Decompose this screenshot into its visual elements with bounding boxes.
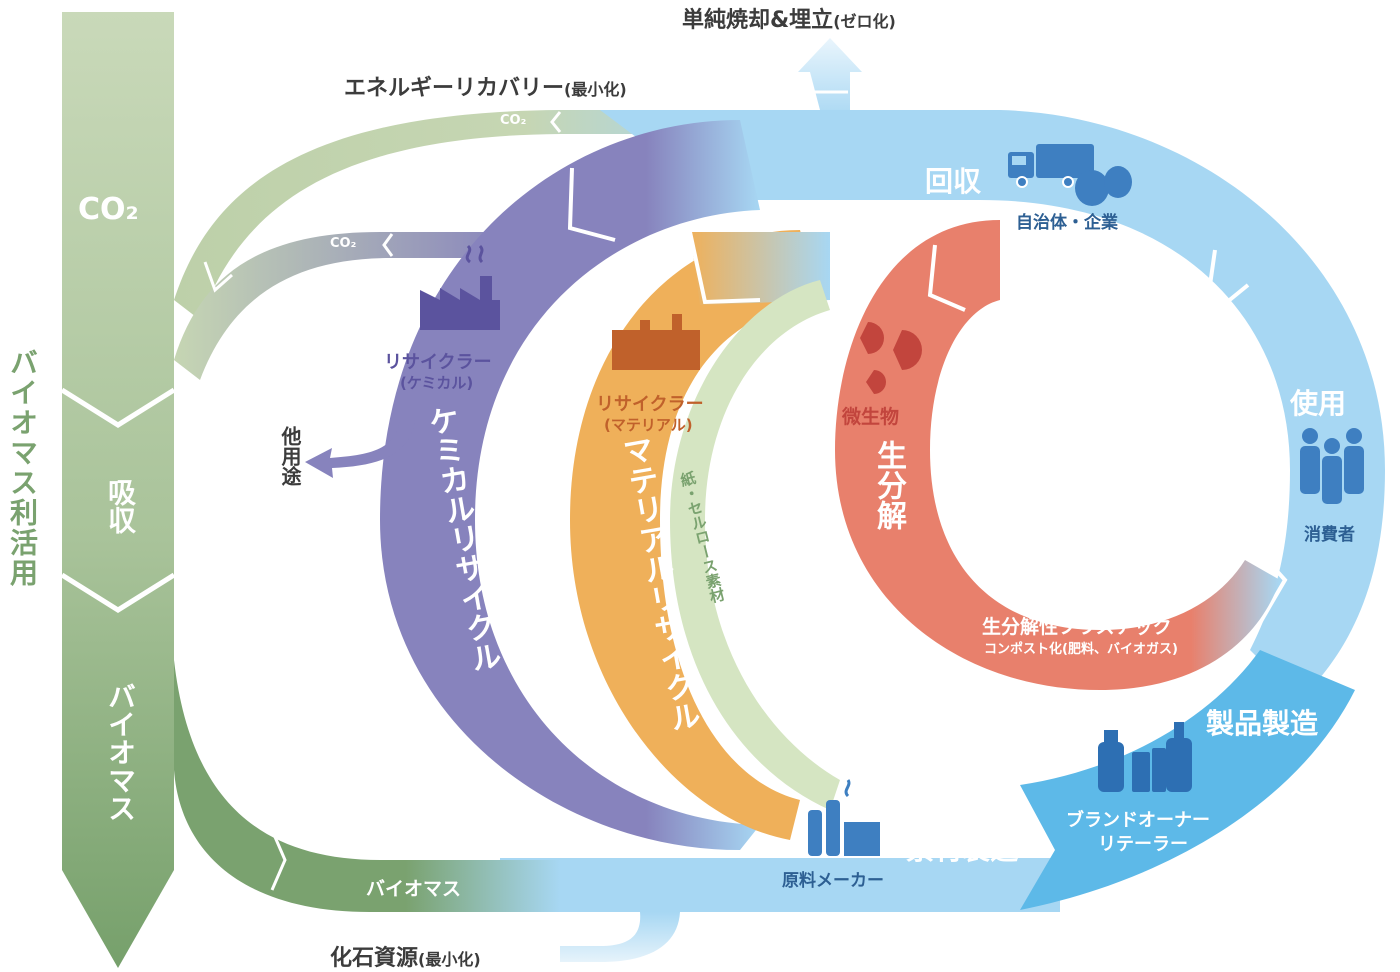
incineration-label: 単純焼却&埋立(ゼロ化) [682, 2, 896, 34]
co2-tag-lower: CO₂ [330, 236, 357, 251]
factory-icon [808, 779, 880, 856]
chemical-recycler-label: リサイクラー [384, 352, 492, 373]
main-loop [500, 110, 1385, 912]
paper-cellulose-loop [670, 280, 840, 810]
incineration-text: 単純焼却&埋立 [682, 8, 834, 33]
collection-actor: 自治体・企業 [1016, 213, 1118, 233]
energy-recovery-arc [174, 110, 760, 380]
use-title: 使用 [1290, 387, 1347, 420]
energy-recovery-label: エネルギーリカバリー(最小化) [344, 70, 627, 102]
incineration-arrow [798, 38, 862, 110]
people-icon [1300, 428, 1364, 504]
material-recycler-label: リサイクラー [596, 394, 704, 415]
use-actor: 消費者 [1304, 525, 1355, 545]
fossil-resource-text: 化石資源 [330, 946, 419, 971]
energy-recovery-note: (最小化) [564, 80, 627, 99]
microbes-icon [860, 322, 922, 394]
biomass-utilization-title: バイオマス利活用 [6, 348, 39, 588]
manufacturing-actor-line2: リテーラー [1098, 834, 1188, 855]
compost-note: コンポスト化(肥料、バイオガス) [984, 642, 1178, 657]
bottles-icon [1098, 722, 1192, 792]
garbage-bags-icon [1075, 166, 1132, 206]
manufacturing-actor-line1: ブランドオーナー [1066, 810, 1210, 831]
biomass-flow-band [174, 660, 560, 912]
material-recycle-loop [570, 230, 830, 840]
fossil-resource-arrow [560, 912, 680, 962]
co2-tag-upper: CO₂ [500, 113, 527, 128]
biodegradable-plastic-label: 生分解性プラスチック [982, 616, 1172, 638]
material-recycler-note: (マテリアル) [604, 416, 693, 434]
chemical-recycler-note: (ケミカル) [400, 374, 474, 392]
collection-title: 回収 [925, 165, 982, 198]
biodegradation-name: 生分解 [871, 440, 906, 530]
other-use-label: 他用途 [278, 426, 302, 486]
fossil-resource-label: 化石資源(最小化) [330, 940, 481, 972]
absorption-stage-label: 吸収 [104, 478, 137, 534]
material-factory-icon [612, 314, 700, 370]
materials-actor: 原料メーカー [782, 871, 884, 891]
biomass-stage-label: バイオマス [104, 682, 137, 822]
biomass-flow-label: バイオマス [366, 878, 462, 900]
materials-title: 素材製造 [906, 833, 1019, 866]
energy-recovery-text: エネルギーリカバリー [344, 76, 565, 101]
manufacturing-title: 製品製造 [1206, 707, 1319, 740]
co2-stage-label: CO₂ [78, 192, 139, 227]
biomass-utilization-bar [60, 12, 176, 968]
biodegradation-loop [835, 220, 1280, 690]
chemical-factory-icon [420, 244, 500, 330]
garbage-truck-icon [1008, 144, 1094, 188]
incineration-note: (ゼロ化) [833, 12, 896, 31]
fossil-resource-note: (最小化) [418, 950, 481, 969]
microbe-label: 微生物 [842, 406, 900, 428]
